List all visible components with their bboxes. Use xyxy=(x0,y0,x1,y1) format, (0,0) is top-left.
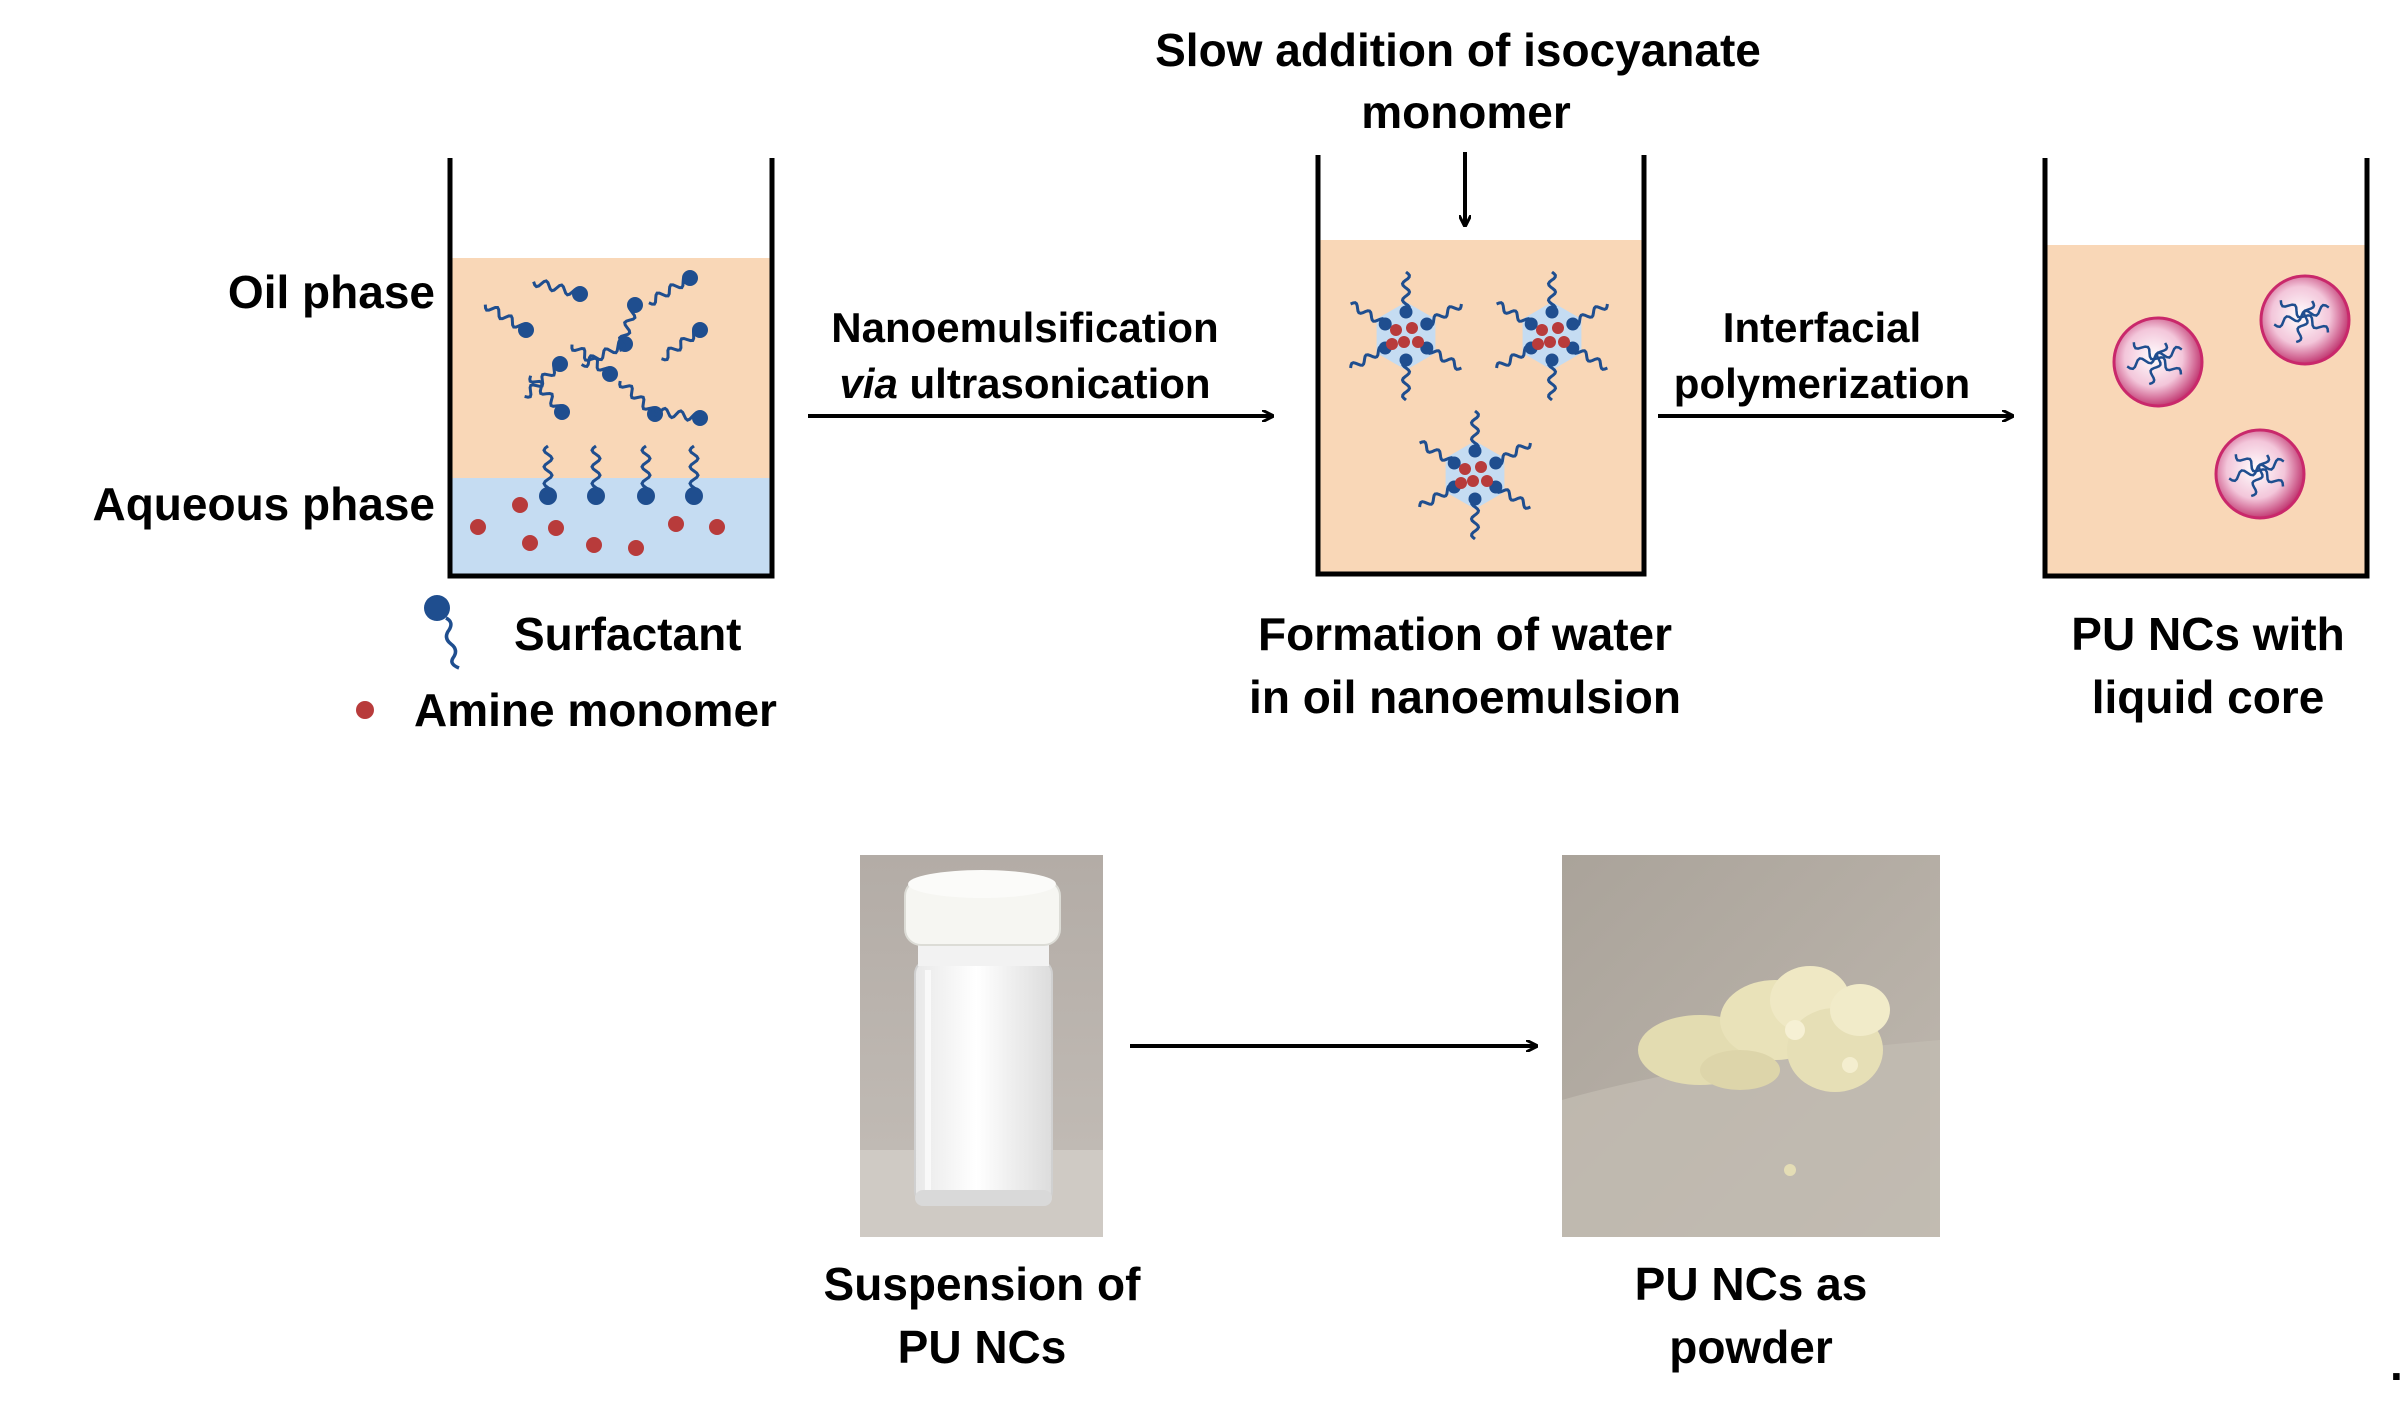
surfactant-molecule xyxy=(528,375,570,420)
photo1-caption-line1: Suspension of xyxy=(824,1258,1142,1310)
nanocapsules xyxy=(2112,274,2351,520)
surfactant-molecule xyxy=(617,297,643,352)
water-droplets xyxy=(1349,270,1609,541)
interface-surfactants xyxy=(539,444,703,505)
powder-pile xyxy=(1638,966,1890,1176)
beaker-3-wall xyxy=(2042,158,2370,579)
surfactant-molecule xyxy=(524,356,568,399)
amine-monomer xyxy=(709,519,725,535)
aqueous-amines xyxy=(470,497,725,556)
aqueous-phase-label: Aqueous phase xyxy=(92,478,435,530)
beaker-3 xyxy=(2042,158,2370,579)
beaker2-caption-line1: Formation of water xyxy=(1258,608,1672,660)
surfactant-molecule xyxy=(539,444,557,505)
oil-continuous-phase xyxy=(1318,240,1644,573)
step1-rest: ultrasonication xyxy=(898,360,1211,407)
surfactant-molecule xyxy=(637,444,655,505)
beaker3-caption-line2: liquid core xyxy=(2092,671,2325,723)
oil-surfactants xyxy=(483,270,708,426)
surfactant-icon xyxy=(424,595,460,670)
surfactant-molecule xyxy=(532,279,588,302)
powder-photo xyxy=(1562,855,1940,1237)
isocyanate-label-line1: Slow addition of isocyanate xyxy=(1155,24,1761,76)
surfactant-molecule xyxy=(570,344,618,382)
water-droplet xyxy=(1495,270,1609,402)
surfactant-molecule xyxy=(483,304,534,338)
surfactant-molecule xyxy=(661,322,708,362)
isocyanate-label-line2: monomer xyxy=(1361,86,1571,138)
beaker-2 xyxy=(1315,155,1647,577)
amine-monomer-icon xyxy=(356,701,374,719)
amine-monomer xyxy=(548,520,564,536)
amine-monomer xyxy=(668,516,684,532)
amine-monomer xyxy=(512,497,528,513)
water-droplet xyxy=(1349,270,1463,402)
surfactant-molecule xyxy=(651,406,708,426)
pu-nanocapsule xyxy=(2259,274,2351,366)
legend: Surfactant Amine monomer xyxy=(356,595,777,736)
beaker-1 xyxy=(447,158,775,579)
amine-monomer xyxy=(470,519,486,535)
step2-label-line1: Interfacial xyxy=(1723,304,1921,351)
beaker2-caption-line2: in oil nanoemulsion xyxy=(1249,671,1681,723)
pu-nanocapsule xyxy=(2214,428,2306,520)
trailing-period: . xyxy=(2390,1338,2403,1390)
amine-monomer xyxy=(586,537,602,553)
photo2-caption-line2: powder xyxy=(1669,1321,1833,1373)
step1-label-line2: via ultrasonication xyxy=(839,360,1210,407)
photo1-caption-line2: PU NCs xyxy=(898,1321,1067,1373)
step1-via: via xyxy=(839,360,897,407)
vial-body xyxy=(914,959,1053,1206)
legend-amine-label: Amine monomer xyxy=(414,684,777,736)
beaker-1-wall xyxy=(447,158,775,579)
pu-nanocapsule xyxy=(2112,316,2204,408)
step2-label-line2: polymerization xyxy=(1674,360,1970,407)
surfactant-molecule xyxy=(685,444,703,505)
step1-label-line1: Nanoemulsification xyxy=(831,304,1218,351)
surfactant-molecule xyxy=(587,444,605,505)
photo2-caption-line1: PU NCs as xyxy=(1635,1258,1868,1310)
legend-surfactant-label: Surfactant xyxy=(514,608,741,660)
beaker-2-wall xyxy=(1315,155,1647,577)
amine-monomer xyxy=(522,535,538,551)
water-droplet xyxy=(1418,409,1532,541)
vial-photo xyxy=(860,855,1103,1237)
beaker3-caption-line1: PU NCs with xyxy=(2071,608,2344,660)
surfactant-molecule xyxy=(648,270,698,306)
oil-phase-label: Oil phase xyxy=(228,266,435,318)
amine-monomer xyxy=(628,540,644,556)
